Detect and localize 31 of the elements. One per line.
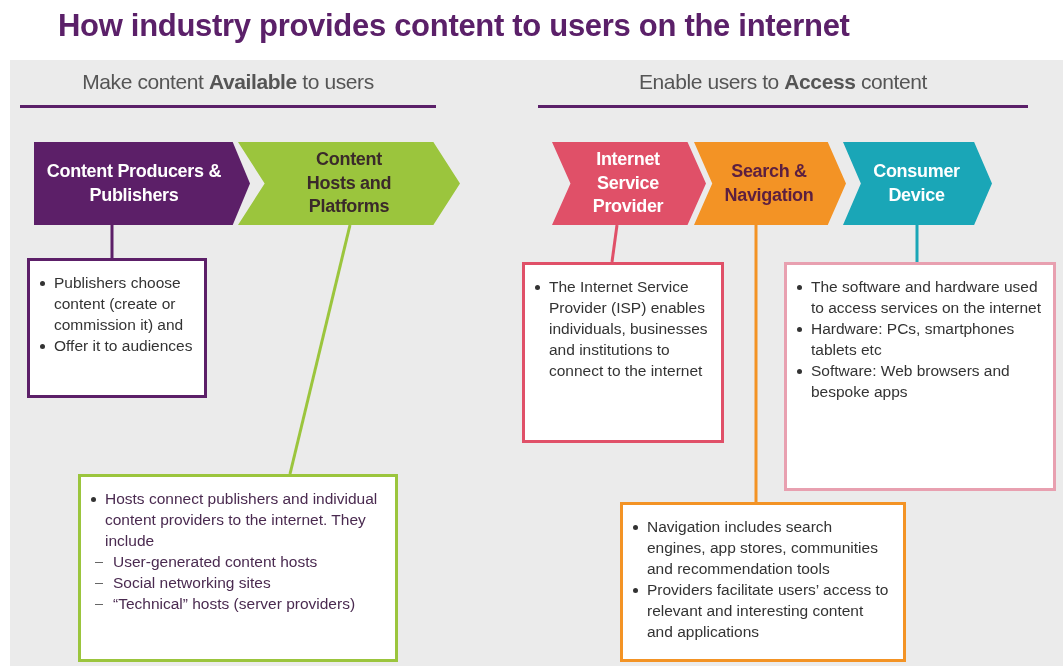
section-heading: Make content Available to users — [81, 70, 375, 94]
chevron-label: Internet Service Provider — [591, 148, 665, 219]
description-box — [620, 502, 906, 662]
bullet-text: Publishers choose content (create or commission it) and — [54, 273, 185, 335]
bullet-text: Hosts connect publishers and individual content providers to the internet. They include — [105, 489, 379, 551]
bullet-text: “Technical” hosts (server providers) — [113, 593, 356, 614]
bullet-text: The software and hardware used to access services on the internet — [811, 277, 1043, 318]
description-box — [784, 262, 1056, 491]
connector-line — [110, 225, 114, 258]
section-heading: Enable users to Access content — [637, 70, 929, 94]
chevron-label: Search & Navigation — [723, 160, 815, 207]
bullet-text: Software: Web browsers and bespoke apps — [811, 360, 1011, 402]
chevron-label: Consumer Device — [872, 160, 961, 207]
bullet-text: Hardware: PCs, smartphones tablets etc — [811, 318, 1016, 360]
bullet-text: The Internet Service Provider (ISP) enables individuals, businesses and institutions to connect to the internet — [549, 277, 709, 381]
stage-banner — [34, 142, 250, 225]
description-box — [522, 262, 724, 443]
bullet-text: User-generated content hosts — [113, 551, 318, 572]
connector-line — [610, 224, 619, 263]
description-box — [27, 258, 207, 398]
chevron-label: Content Producers & Publishers — [45, 160, 223, 207]
bullet-text: Offer it to audiences — [54, 335, 193, 356]
description-box — [78, 474, 398, 662]
connector-line — [288, 224, 352, 475]
bullet-text: Navigation includes search engines, app stores, communities and recommendation tools — [647, 517, 879, 579]
bullet-text: Providers facilitate users’ access to relevant and interesting content and applications — [647, 579, 890, 642]
title: How industry provides content to users on the internet — [58, 8, 850, 44]
connector-line — [915, 225, 919, 262]
bullet-text: Social networking sites — [113, 572, 271, 593]
chevron-label: Content Hosts and Platforms — [305, 148, 393, 219]
connector-line — [754, 225, 758, 502]
